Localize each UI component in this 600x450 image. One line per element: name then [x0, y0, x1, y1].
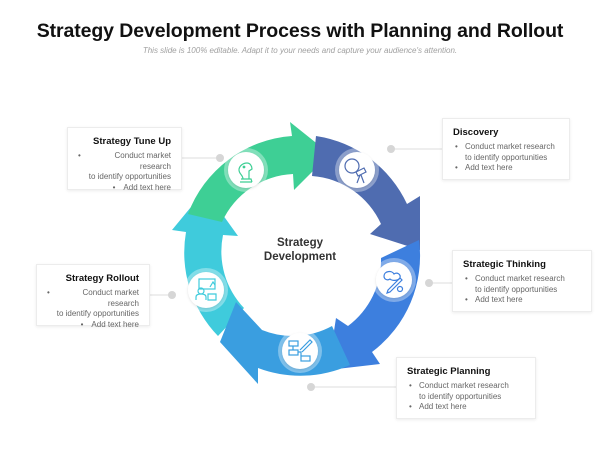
chess-knight-icon	[238, 162, 253, 183]
stage-bullet-cont: to identify opportunities	[465, 152, 548, 162]
stage-box-strategic-planning: Strategic Planning •Conduct market resea…	[396, 357, 536, 419]
icon-circle-strategic-thinking	[372, 258, 416, 302]
stage-box-discovery: Discovery •Conduct market research to id…	[442, 118, 570, 180]
stage-bullet-cont: to identify opportunities	[419, 391, 502, 401]
stage-bullet-cont: to identify opportunities	[56, 309, 139, 318]
stage-bullet: •Conduct market research	[455, 142, 555, 151]
stage-bullet: •Add text here	[112, 182, 171, 192]
stage-bullet-cont: to identify opportunities	[475, 284, 558, 294]
connector-dot-strategic-thinking	[425, 279, 433, 287]
stage-bullets: •Conduct market research to identify opp…	[453, 142, 559, 174]
stage-bullet: •Conduct market research	[78, 151, 171, 171]
stage-box-strategy-tune-up: Strategy Tune Up •Conduct market researc…	[67, 127, 182, 193]
stage-bullet-cont: to identify opportunities	[88, 172, 171, 181]
center-label-line2: Development	[263, 251, 337, 263]
connector-dot-strategy-tune-up	[216, 154, 224, 162]
stage-bullets: •Conduct market research to identify opp…	[78, 151, 171, 193]
telescope-icon	[344, 158, 367, 184]
stage-title: Discovery	[453, 127, 499, 138]
stage-bullet: •Conduct market research	[47, 288, 139, 308]
connector-dot-strategic-planning	[307, 383, 315, 391]
stage-bullets: •Conduct market research to identify opp…	[407, 381, 525, 413]
stage-bullet: •Add text here	[465, 295, 523, 304]
stage-bullet: •Add text here	[455, 163, 513, 172]
connector-dot-discovery	[387, 145, 395, 153]
stage-bullet: •Conduct market research	[409, 381, 509, 390]
slide-title: Strategy Development Process with Planni…	[36, 20, 564, 42]
flowchart-pen-icon	[288, 339, 313, 362]
stage-box-strategic-thinking: Strategic Thinking •Conduct market resea…	[452, 250, 592, 312]
center-label: Strategy Development	[245, 236, 355, 264]
stage-bullet: •Conduct market research	[465, 274, 565, 283]
stage-title: Strategy Rollout	[65, 273, 139, 284]
stage-title: Strategic Thinking	[463, 259, 546, 270]
stage-bullet: •Add text here	[80, 319, 139, 329]
stage-bullets: •Conduct market research to identify opp…	[463, 274, 581, 306]
stage-title: Strategic Planning	[407, 366, 491, 377]
stage-bullets: •Conduct market research to identify opp…	[47, 288, 139, 330]
arrow-segment-discovery	[312, 136, 420, 250]
icon-circle-strategy-rollout	[184, 268, 228, 312]
presenter-chart-icon	[195, 278, 217, 301]
brain-pencil-icon	[383, 270, 404, 294]
icon-circle-strategic-planning	[278, 329, 322, 373]
icon-circle-strategy-tune-up	[224, 148, 268, 192]
stage-bullet: •Add text here	[409, 402, 467, 411]
icon-circle-discovery	[335, 148, 379, 192]
center-label-line1: Strategy	[276, 237, 324, 249]
stage-title: Strategy Tune Up	[93, 136, 171, 147]
arrow-segment-strategy-rollout	[172, 190, 244, 336]
stage-box-strategy-rollout: Strategy Rollout •Conduct market researc…	[36, 264, 150, 329]
slide-subtitle: This slide is 100% editable. Adapt it to…	[142, 46, 458, 55]
connector-dot-strategy-rollout	[168, 291, 176, 299]
